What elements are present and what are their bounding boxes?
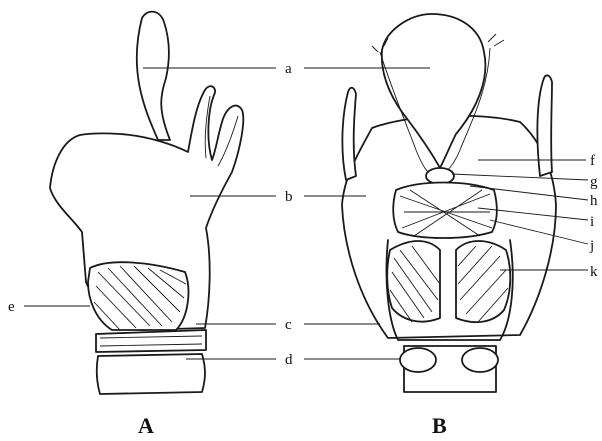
- label-i: i: [590, 214, 594, 230]
- epiglottis-a: [137, 12, 170, 140]
- posterior-cricoarytenoid-right: [456, 241, 510, 322]
- label-h: h: [590, 193, 598, 209]
- label-a: a: [285, 61, 292, 77]
- tracheal-ring-right-b: [462, 348, 498, 372]
- tracheal-ring-left-b: [400, 348, 436, 372]
- label-g: g: [590, 174, 598, 190]
- superior-horn-left-b: [342, 88, 356, 180]
- label-j: j: [589, 238, 594, 254]
- panel-label-a: A: [138, 413, 154, 438]
- label-c: c: [285, 317, 292, 333]
- panel-label-b: B: [432, 413, 447, 438]
- cricoid-cartilage-a: [96, 330, 206, 352]
- corniculate-cartilage: [426, 168, 454, 184]
- larynx-view-a: [50, 12, 243, 394]
- fold-ridge-right: [488, 34, 504, 46]
- label-d: d: [285, 352, 293, 368]
- label-e: e: [8, 299, 15, 315]
- label-b: b: [285, 189, 293, 205]
- arytenoid-muscle-b: [393, 183, 497, 239]
- label-f: f: [590, 153, 595, 169]
- larynx-view-b: [342, 14, 556, 392]
- label-k: k: [590, 264, 598, 280]
- cricothyroid-muscle-a: [88, 262, 188, 330]
- tracheal-ring-a: [97, 354, 205, 394]
- posterior-cricoarytenoid-left: [387, 241, 440, 322]
- superior-horn-right-b: [537, 75, 552, 176]
- trachea-b: [400, 346, 498, 392]
